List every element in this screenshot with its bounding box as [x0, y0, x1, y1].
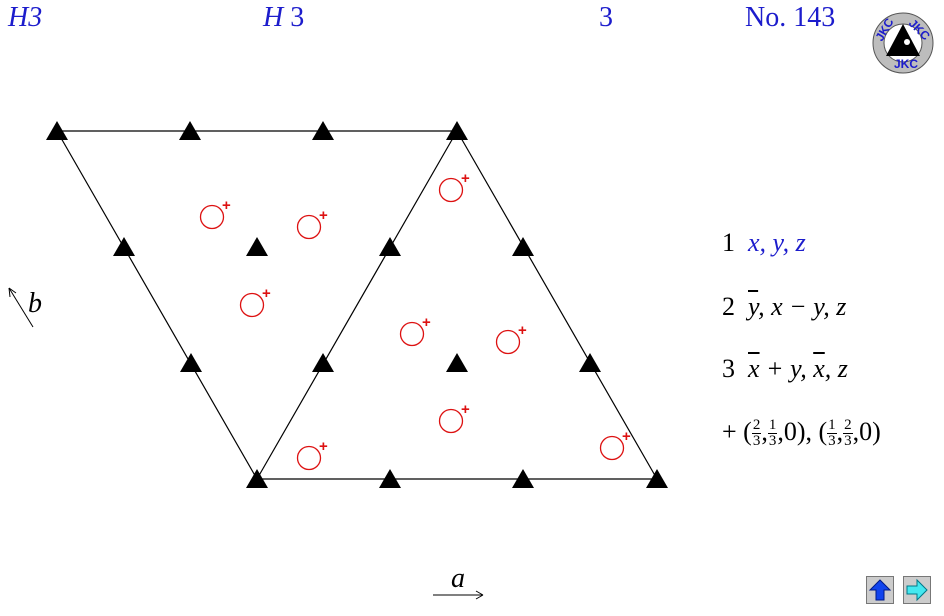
position-1: 1 x, y, z: [722, 228, 806, 257]
general-position-circle: [296, 214, 322, 240]
next-button[interactable]: [903, 576, 931, 604]
threefold-axis-symbol: [113, 237, 135, 256]
threefold-axis-symbol: [446, 353, 468, 372]
general-position-circle: [438, 408, 464, 434]
general-position-circle: [438, 177, 464, 203]
threefold-axis-symbol: [312, 353, 334, 372]
plus-sign: +: [319, 438, 328, 455]
a-axis-arrow: [433, 590, 484, 600]
space-group-number: No. 143: [745, 2, 836, 33]
general-position-circle: [239, 292, 265, 318]
a-axis-label: a: [451, 563, 465, 594]
plus-sign: +: [461, 170, 470, 187]
general-position-circle: [599, 435, 625, 461]
threefold-axis-symbol: [246, 469, 268, 488]
general-position-circle: [296, 445, 322, 471]
b-axis-arrow: [8, 287, 34, 328]
plus-sign: +: [422, 314, 431, 331]
threefold-axis-symbol: [179, 121, 201, 140]
plus-sign: +: [319, 207, 328, 224]
threefold-axis-symbol: [46, 121, 68, 140]
cell-outline: [56, 130, 658, 480]
threefold-axis-symbol: [180, 353, 202, 372]
b-axis-label: b: [28, 288, 42, 319]
general-position-circle: [495, 329, 521, 355]
plus-sign: +: [518, 322, 527, 339]
threefold-axis-symbol: [512, 237, 534, 256]
plus-sign: +: [461, 401, 470, 418]
threefold-axis-symbol: [246, 237, 268, 256]
plus-sign: +: [222, 197, 231, 214]
point-group: 3: [599, 2, 613, 33]
full-symbol: H 3: [263, 2, 305, 33]
threefold-axis-symbol: [646, 469, 668, 488]
threefold-axis-symbol: [579, 353, 601, 372]
general-position-circle: [199, 204, 225, 230]
jkc-logo[interactable]: JKC JKC JKC: [872, 12, 934, 74]
threefold-axis-symbol: [312, 121, 334, 140]
up-button[interactable]: [866, 576, 894, 604]
position-2: 2 y, x − y, z: [722, 292, 847, 321]
up-arrow-icon: [868, 579, 892, 601]
threefold-axis-symbol: [379, 469, 401, 488]
threefold-axis-symbol: [512, 469, 534, 488]
threefold-axis-symbol: [379, 237, 401, 256]
plus-sign: +: [262, 285, 271, 302]
plus-sign: +: [622, 428, 631, 445]
general-position-circle: [399, 321, 425, 347]
short-symbol: H3: [8, 2, 43, 33]
threefold-axis-symbol: [446, 121, 468, 140]
right-arrow-icon: [906, 578, 928, 602]
position-3: 3 x + y, x, z: [722, 354, 848, 383]
svg-text:JKC: JKC: [894, 57, 918, 71]
